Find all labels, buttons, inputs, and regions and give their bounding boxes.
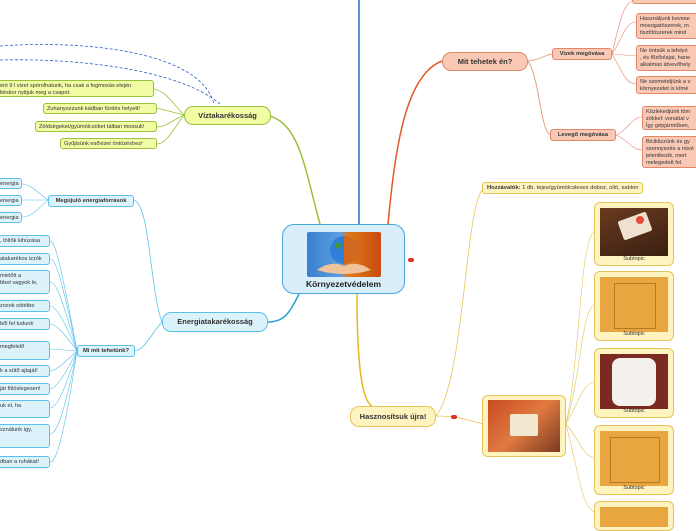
subtopic-card-1[interactable]: Subtopic	[594, 202, 674, 266]
subtopic-image-2	[600, 277, 668, 332]
energia-leaf-11[interactable]: dban a ruhákat!	[0, 456, 50, 468]
connector-lines	[0, 0, 643, 513]
hozzavalok-text: 1 db. tejes/gyümölcsleves doboz, olló, s…	[520, 185, 639, 191]
subtopic-image-1	[600, 208, 668, 256]
levego-leaf-1[interactable]: Közlekedjünk töm zökkel: vonattal v Így …	[642, 106, 696, 130]
central-topic[interactable]: Környezetvédelem	[282, 224, 405, 294]
subtopic-label-1: Subtopic	[623, 256, 645, 262]
hozzavalok[interactable]: Hozzávalók: 1 db. tejes/gyümölcsleves do…	[482, 182, 644, 194]
levego-leaf-2[interactable]: Biciklizzünk és gy szennyezés a növé jel…	[642, 136, 696, 168]
collapse-indicator-2[interactable]	[451, 415, 457, 419]
subtopic-card-2[interactable]: Subtopic	[594, 271, 674, 341]
subtopic-card-5-partial[interactable]	[594, 501, 674, 531]
hozzavalok-label: Hozzávalók:	[487, 185, 521, 191]
megujulo-energiaforrasok[interactable]: Megújuló energiaforrások	[48, 195, 134, 207]
branch-hasznositsuk-ujra[interactable]: Hasznosítsuk újra!	[350, 406, 436, 427]
viz-leaf-4[interactable]: Gyűjtsünk esővizet öntözéshez!	[60, 138, 157, 149]
viz-leaf-3[interactable]: Zöldségeket/gyümölcsöket tálban mossuk!	[35, 121, 157, 132]
energia-leaf-9[interactable]: uk el, ha	[0, 400, 50, 418]
branch-mit-tehetek-en[interactable]: Mit tehetek én?	[442, 52, 528, 71]
vizek-leaf-1[interactable]: Használjunk kevese mosogatószerek, m tis…	[636, 13, 696, 39]
levego-megovasa[interactable]: Levegő megóvása	[550, 129, 616, 141]
subtopic-image-4	[600, 431, 668, 486]
subtopic-label-3: Subtopic	[623, 408, 645, 414]
subtopic-image-3	[600, 354, 668, 409]
collapse-indicator[interactable]	[408, 258, 414, 262]
vizek-leaf-3[interactable]: Ne szemeteljünk a v környezetet is kímé	[636, 76, 696, 94]
branch-energiatakarekossag[interactable]: Energiatakarékosság	[162, 312, 268, 332]
subtopic-label-4: Subtopic	[623, 485, 645, 491]
mi-mit-tehetunk[interactable]: Mi mit tehetünk?	[77, 345, 135, 357]
energia-leaf-8[interactable]: ját fölöslegesen!	[0, 383, 50, 395]
megujulo-leaf-2[interactable]: energia	[0, 195, 22, 206]
central-title: Környezetvédelem	[305, 279, 382, 289]
vizek-megovasa[interactable]: Vizek megóvása	[552, 48, 612, 60]
subtopic-label-2: Subtopic	[623, 331, 645, 337]
energia-leaf-7[interactable]: k a sütő ajtaját!	[0, 365, 50, 377]
energia-leaf-1[interactable]: , töltők kihúzása	[0, 235, 50, 247]
megujulo-leaf-3[interactable]: energia	[0, 212, 22, 223]
viz-leaf-2[interactable]: Zuhanyozzunk kádban fürdés helyett!	[43, 103, 157, 114]
recycle-image	[488, 400, 560, 452]
branch-viztakarekossag[interactable]: Víztakarékosság	[184, 106, 271, 125]
viz-leaf-1[interactable]: ént 9 l vizet spórolhatunk, ha csak a fo…	[0, 80, 154, 97]
megujulo-leaf-1[interactable]: energia	[0, 178, 22, 189]
energia-leaf-5[interactable]: ből fel tudunk	[0, 318, 50, 330]
vizek-leaf-top-partial	[632, 0, 696, 4]
central-image	[307, 232, 381, 277]
energia-leaf-10[interactable]: sználunk így,	[0, 424, 50, 448]
energia-leaf-4[interactable]: zosok sötétbe	[0, 300, 50, 312]
energia-leaf-3[interactable]: mielőtt a bbet vagyok le,	[0, 270, 50, 294]
subtopic-image-5	[600, 507, 668, 527]
vizek-leaf-2[interactable]: Ne öntsük a lefolyó , és főzőolajat, han…	[636, 45, 696, 71]
recycle-image-node[interactable]	[482, 395, 566, 457]
subtopic-card-4[interactable]: Subtopic	[594, 425, 674, 495]
energia-leaf-2[interactable]: atakarékos izzók	[0, 253, 50, 265]
energia-leaf-6[interactable]: megfelelő	[0, 341, 50, 360]
subtopic-card-3[interactable]: Subtopic	[594, 348, 674, 418]
